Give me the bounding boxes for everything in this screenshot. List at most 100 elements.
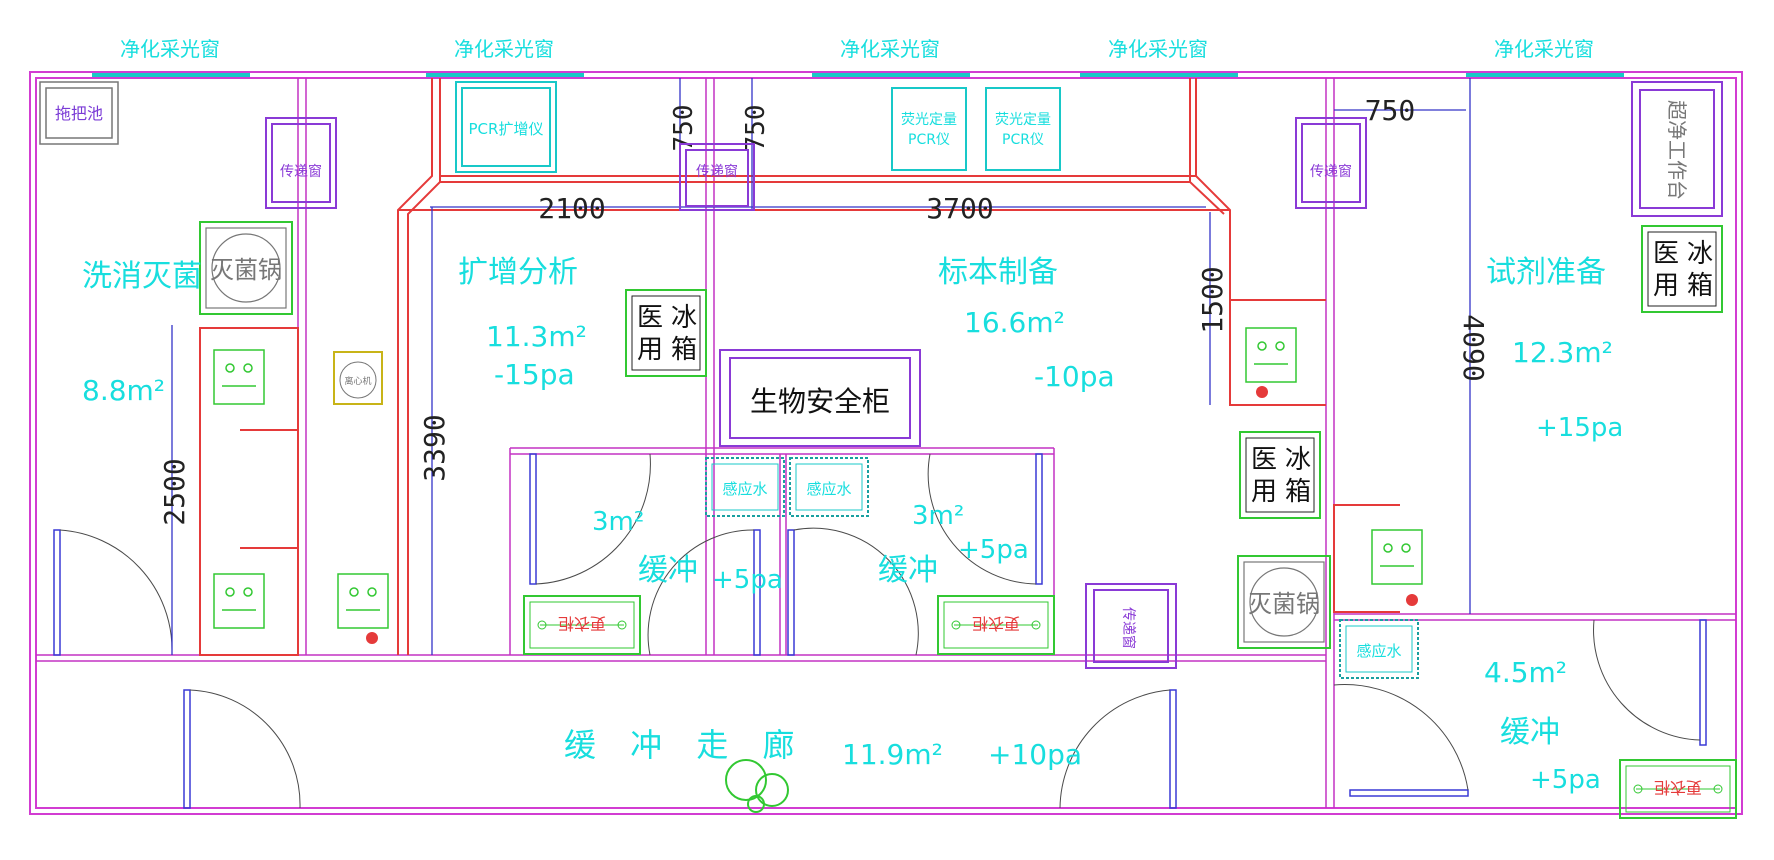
dimension-2100: 2100 bbox=[538, 192, 605, 225]
emergency-eyewash-icon bbox=[725, 759, 789, 813]
autoclave-1: 灭菌锅 bbox=[199, 221, 293, 315]
room-pressure-buffer1: +5pa bbox=[712, 565, 783, 595]
room-area-buffer2: 3m² bbox=[912, 501, 964, 531]
qpcr-instrument-1: 荧光定量 PCR仪 bbox=[891, 87, 967, 171]
sensor-sink-3: 感应水 bbox=[1339, 619, 1419, 679]
pass-window-label: 传递窗 bbox=[1310, 163, 1352, 180]
interior-walls bbox=[36, 78, 1736, 808]
window-label: 净化采光窗 bbox=[840, 37, 940, 61]
fridge-char: 箱 bbox=[671, 335, 697, 365]
valve-icons bbox=[366, 386, 1418, 644]
room-area-sample: 16.6m² bbox=[964, 306, 1065, 339]
room-name-buffer1: 缓冲 bbox=[638, 553, 698, 588]
mop-pool: 拖把池 bbox=[39, 81, 119, 145]
dimension-1500: 1500 bbox=[1196, 266, 1229, 333]
room-name-buffer3: 缓冲 bbox=[1500, 715, 1560, 750]
pass-window-label: 传递窗 bbox=[280, 163, 322, 180]
sink-fixtures bbox=[213, 327, 1423, 629]
changing-cabinet-label: 更衣柜 bbox=[558, 614, 606, 633]
medical-fridge-1: 冰 箱 医 用 bbox=[625, 289, 707, 377]
changing-cabinet-2: 更衣柜 bbox=[937, 595, 1055, 655]
autoclave-label: 灭菌锅 bbox=[1248, 590, 1320, 618]
dimension-3390: 3390 bbox=[418, 414, 451, 481]
autoclave-label: 灭菌锅 bbox=[210, 256, 282, 284]
qpcr-label-line2: PCR仪 bbox=[1002, 132, 1044, 148]
fridge-char: 冰 bbox=[671, 303, 697, 333]
dimension-lines bbox=[171, 78, 1471, 655]
dimension-4090: 4090 bbox=[1457, 314, 1490, 381]
pass-window-label: 传递窗 bbox=[1120, 607, 1137, 649]
dimension-3700: 3700 bbox=[926, 192, 993, 225]
room-pressure-sample: -10pa bbox=[1034, 360, 1115, 393]
room-labels: 洗消灭菌 8.8m² 扩增分析 11.3m² -15pa 标本制备 16.6m²… bbox=[82, 255, 1623, 795]
medical-fridge-2: 冰 箱 医 用 bbox=[1239, 431, 1321, 519]
room-area-amp: 11.3m² bbox=[486, 320, 587, 353]
qpcr-label-line1: 荧光定量 bbox=[901, 111, 957, 128]
window-label: 净化采光窗 bbox=[1108, 37, 1208, 61]
clean-bench: 超净工作台 bbox=[1631, 81, 1723, 217]
outer-walls bbox=[29, 71, 1743, 815]
fridge-char: 箱 bbox=[1687, 271, 1713, 301]
qpcr-label-line2: PCR仪 bbox=[908, 132, 950, 148]
changing-cabinet-label: 更衣柜 bbox=[972, 614, 1020, 633]
sensor-sink-label: 感应水 bbox=[806, 480, 851, 498]
room-pressure-buffer3: +5pa bbox=[1530, 765, 1601, 795]
window-label: 净化采光窗 bbox=[1494, 37, 1594, 61]
autoclave-2: 灭菌锅 bbox=[1237, 555, 1331, 649]
room-area-corridor: 11.9m² bbox=[842, 738, 943, 771]
room-pressure-amp: -15pa bbox=[494, 358, 575, 391]
changing-cabinet-label: 更衣柜 bbox=[1654, 778, 1702, 797]
room-name-buffer2: 缓冲 bbox=[878, 553, 938, 588]
window-label: 净化采光窗 bbox=[454, 37, 554, 61]
changing-cabinet-3: 更衣柜 bbox=[1619, 759, 1737, 819]
pass-window-label: 传递窗 bbox=[696, 163, 738, 180]
room-area-wash: 8.8m² bbox=[82, 374, 165, 407]
sensor-sink-label: 感应水 bbox=[722, 480, 767, 498]
fridge-char: 用 bbox=[1251, 477, 1277, 507]
room-area-buffer1: 3m² bbox=[592, 507, 644, 537]
dimension-2500: 2500 bbox=[158, 458, 191, 525]
fridge-char: 冰 bbox=[1687, 239, 1713, 269]
sensor-sink-1: 感应水 bbox=[705, 457, 785, 517]
pass-window-1: 传递窗 bbox=[265, 117, 337, 209]
room-pressure-corridor: +10pa bbox=[988, 738, 1082, 771]
fridge-char: 医 bbox=[637, 303, 663, 333]
dimension-750: 750 bbox=[1365, 94, 1416, 127]
dimension-texts: 2100 3700 750 3390 2500 1500 4090 750 75… bbox=[158, 94, 1490, 526]
pass-window-4: 传递窗 bbox=[1085, 583, 1177, 669]
pcr-amplifier-label: PCR扩增仪 bbox=[469, 120, 544, 138]
changing-cabinet-1: 更衣柜 bbox=[523, 595, 641, 655]
fridge-char: 医 bbox=[1653, 239, 1679, 269]
medical-fridge-3: 冰 箱 医 用 bbox=[1641, 225, 1723, 313]
red-partitions bbox=[199, 78, 1400, 656]
biosafety-cabinet-label: 生物安全柜 bbox=[750, 385, 890, 418]
sensor-sink-2: 感应水 bbox=[789, 457, 869, 517]
centrifuge: 离心机 bbox=[333, 351, 383, 405]
doors bbox=[53, 453, 1707, 809]
fridge-char: 医 bbox=[1251, 445, 1277, 475]
centrifuge-label: 离心机 bbox=[344, 375, 371, 387]
room-name-corridor: 缓 冲 走 廊 bbox=[564, 726, 807, 764]
room-name-wash: 洗消灭菌 bbox=[82, 259, 202, 294]
pass-window-2: 传递窗 bbox=[679, 143, 755, 211]
pcr-amplifier: PCR扩增仪 bbox=[455, 81, 557, 173]
room-area-buffer3: 4.5m² bbox=[1484, 656, 1567, 689]
clean-bench-label: 超净工作台 bbox=[1665, 100, 1689, 200]
biosafety-cabinet: 生物安全柜 bbox=[719, 349, 921, 447]
mop-pool-label: 拖把池 bbox=[55, 104, 103, 123]
room-pressure-reagent: +15pa bbox=[1536, 413, 1623, 443]
pass-window-3: 传递窗 bbox=[1295, 117, 1367, 209]
window-labels: 净化采光窗 净化采光窗 净化采光窗 净化采光窗 净化采光窗 bbox=[120, 37, 1594, 61]
sensor-sink-label: 感应水 bbox=[1356, 642, 1401, 660]
room-name-amp: 扩增分析 bbox=[458, 255, 578, 290]
qpcr-instrument-2: 荧光定量 PCR仪 bbox=[985, 87, 1061, 171]
room-area-reagent: 12.3m² bbox=[1512, 336, 1613, 369]
room-name-reagent: 试剂准备 bbox=[1486, 255, 1606, 290]
room-pressure-buffer2: +5pa bbox=[958, 535, 1029, 565]
fridge-char: 箱 bbox=[1285, 477, 1311, 507]
room-name-sample: 标本制备 bbox=[938, 255, 1058, 290]
fridge-char: 用 bbox=[1653, 271, 1679, 301]
qpcr-label-line1: 荧光定量 bbox=[995, 111, 1051, 128]
fridge-char: 冰 bbox=[1285, 445, 1311, 475]
